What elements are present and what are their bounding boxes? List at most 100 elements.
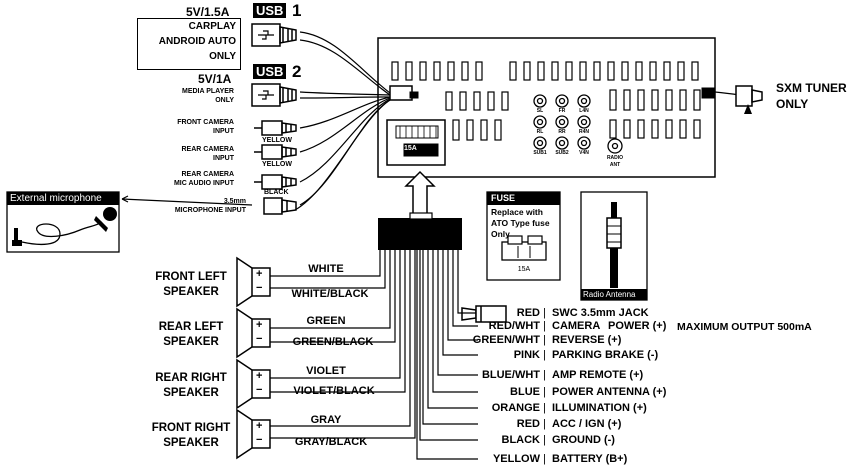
- rear-camera-line-1: REAR CAMERA: [181, 146, 235, 153]
- wire-8-color: BLACK: [501, 434, 541, 446]
- rl-minus: −: [256, 333, 263, 345]
- rca-label-sl: SL: [536, 108, 544, 114]
- wire-8-func: GROUND (-): [552, 434, 615, 446]
- speaker-rear-right: [236, 358, 271, 410]
- rear-mic-line-2: MIC AUDIO INPUT: [173, 180, 234, 187]
- wire-2-func: REVERSE (+): [552, 334, 622, 346]
- frr-minus: −: [256, 434, 263, 446]
- unit-fuse-label: 15A: [404, 145, 417, 152]
- usb1-label-box: CARPLAY ANDROID AUTO ONLY: [137, 18, 241, 70]
- frr-plus: +: [256, 420, 263, 432]
- wire-6-sep: |: [543, 402, 546, 414]
- wire-9-color: YELLOW: [492, 453, 540, 465]
- wire-9-sep: |: [543, 453, 546, 465]
- fuse-box-rating: 15A: [517, 266, 531, 273]
- rca-label-sub1: SUB1: [533, 150, 547, 156]
- rear-camera-line-2: INPUT: [213, 155, 234, 162]
- mic-input-line-2: MICROPHONE INPUT: [174, 207, 246, 214]
- rca-label-rl: RL: [536, 129, 544, 135]
- sxm-line-1: SXM TUNER: [776, 81, 847, 95]
- wire-4-color: BLUE/WHT: [481, 369, 540, 381]
- fuse-box-line-3: Only: [491, 229, 510, 239]
- rr-plus: +: [256, 370, 263, 382]
- speaker-fl-line-1: FRONT LEFT: [155, 271, 227, 283]
- wire-0-func: SWC 3.5mm JACK: [552, 307, 649, 319]
- usb1-line-1: CARPLAY: [188, 21, 236, 32]
- usb1-power: 5V/1.5A: [186, 5, 230, 19]
- fuse-box-line-2: ATO Type fuse: [491, 218, 550, 228]
- fuse-box-title: FUSE: [491, 193, 516, 203]
- wire-1-sep: |: [543, 320, 546, 332]
- fuse-box-line-1: Replace with: [491, 207, 543, 217]
- rca-label-sub2: SUB2: [555, 150, 569, 156]
- frr-neg-wire: GRAY/BLACK: [294, 436, 368, 448]
- wire-0-sep: |: [543, 307, 546, 319]
- wire-5-func: POWER ANTENNA (+): [552, 386, 667, 398]
- speaker-wires: [270, 250, 416, 439]
- rca-label-v4n: V4N: [579, 150, 589, 156]
- unit-fuse: [403, 143, 439, 157]
- rca-plug-front-camera: [254, 120, 297, 136]
- speaker-fr-line-1: FRONT RIGHT: [151, 422, 231, 434]
- usb2-power: 5V/1A: [198, 72, 232, 86]
- fl-minus: −: [256, 282, 263, 294]
- speaker-rear-left: [236, 307, 271, 359]
- radio-antenna-box: [580, 191, 648, 301]
- usb1-number: 1: [292, 1, 302, 20]
- fl-neg-wire: WHITE/BLACK: [291, 288, 369, 300]
- radio-ant-line-2: ANT: [609, 162, 621, 168]
- speaker-fr-line-2: SPEAKER: [163, 437, 219, 449]
- usb2-line-2: ONLY: [215, 97, 234, 104]
- speaker-rl-line-1: REAR LEFT: [158, 321, 224, 333]
- rr-minus: −: [256, 384, 263, 396]
- front-camera-line-1: FRONT CAMERA: [177, 119, 234, 126]
- yellow-label-2: YELLOW: [262, 161, 292, 168]
- rr-neg-wire: VIOLET/BLACK: [293, 385, 375, 397]
- external-microphone-box: [6, 191, 253, 253]
- speaker-rr-line-1: REAR RIGHT: [155, 372, 227, 384]
- wire-6-func: ILLUMINATION (+): [552, 402, 647, 414]
- rear-mic-line-1: REAR CAMERA: [181, 171, 235, 178]
- rca-plug-rear-mic: [254, 174, 297, 190]
- wire-1-extra: POWER (+): [608, 320, 667, 332]
- usb1-line-2: ANDROID AUTO: [158, 36, 236, 47]
- black-label: BLACK: [264, 189, 289, 196]
- rl-plus: +: [256, 319, 263, 331]
- main-connector-socket: [386, 119, 446, 166]
- connector-arrow: [404, 170, 436, 215]
- front-camera-line-2: INPUT: [213, 128, 234, 135]
- wire-3-color: PINK: [513, 349, 540, 361]
- wire-0-color: RED: [516, 307, 540, 319]
- wire-6-color: ORANGE: [491, 402, 540, 414]
- rca-label-l4n: L4N: [579, 108, 589, 114]
- rr-pos-wire: VIOLET: [306, 365, 346, 377]
- yellow-label-1: YELLOW: [262, 137, 292, 144]
- usb2-number: 2: [292, 62, 302, 81]
- wire-4-sep: |: [543, 369, 546, 381]
- external-microphone-label: External microphone: [10, 193, 102, 204]
- wire-1-func: CAMERA: [552, 320, 601, 332]
- input-cables: [294, 31, 391, 211]
- wire-5-color: BLUE: [510, 386, 540, 398]
- wire-2-color: GREEN/WHT: [472, 334, 540, 346]
- speaker-front-left: [236, 256, 271, 308]
- usb1-line-3: ONLY: [209, 51, 236, 62]
- radio-ant-line-1: RADIO: [606, 155, 624, 161]
- wire-4-func: AMP REMOTE (+): [552, 369, 644, 381]
- wire-7-sep: |: [543, 418, 546, 430]
- function-wires: [416, 250, 478, 460]
- rca-plug-rear-camera: [254, 144, 297, 160]
- speaker-rl-line-2: SPEAKER: [163, 336, 219, 348]
- rl-pos-wire: GREEN: [306, 315, 346, 327]
- frr-pos-wire: GRAY: [310, 414, 342, 426]
- rca-label-r4n: R4N: [578, 129, 589, 135]
- swc-jack-plug: [461, 305, 507, 323]
- usb2-line-1: MEDIA PLAYER: [182, 88, 234, 95]
- wire-1-color: RED/WHT: [488, 320, 540, 332]
- speaker-front-right: [236, 408, 271, 460]
- sxm-line-2: ONLY: [776, 97, 809, 111]
- radio-antenna-label: Radio Antenna: [583, 290, 636, 299]
- head-unit: [377, 37, 716, 178]
